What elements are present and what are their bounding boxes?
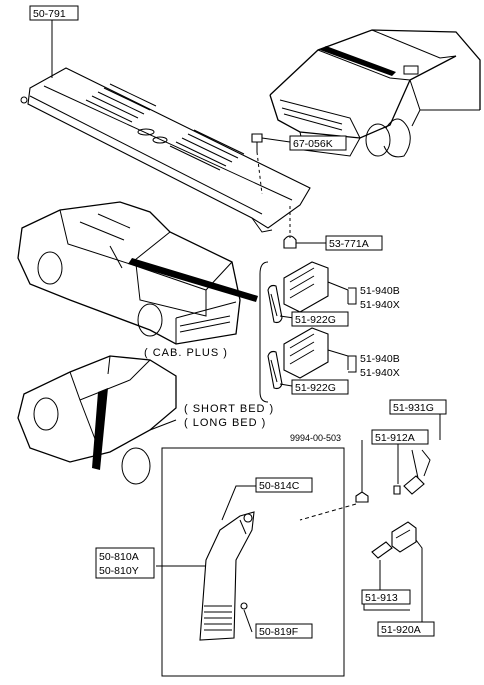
label-51-913: 51-913 — [361, 589, 411, 605]
label-51-920A: 51-920A — [377, 621, 435, 637]
label-50-810: 50-810A 50-810Y — [95, 547, 155, 579]
label-51-940-upper: 51-940B 51-940X — [348, 285, 400, 311]
label-50-819F: 50-819F — [255, 623, 313, 639]
vent-assembly-upper — [267, 261, 349, 324]
label-text: 50-814C — [259, 480, 300, 492]
plug-part — [283, 206, 326, 249]
label-51-912A: 51-912A — [371, 429, 429, 445]
label-text: 51-940B — [360, 285, 400, 297]
label-text: 50-819F — [259, 626, 298, 638]
truck-cab-plus-view — [17, 201, 258, 345]
truck-front-view — [269, 29, 481, 158]
truck-regular-cab-view — [17, 355, 177, 485]
label-text: 50-810Y — [99, 565, 139, 577]
label-51-922G-upper: 51-922G — [291, 311, 349, 327]
label-text: 51-922G — [295, 382, 336, 394]
label-text: 51-931G — [393, 402, 434, 414]
label-text: 51-913 — [365, 592, 398, 604]
label-text: 51-940X — [360, 299, 400, 311]
label-text: 50-810A — [99, 551, 139, 563]
label-text: 51-920A — [381, 624, 421, 636]
label-text: 50-791 — [33, 8, 66, 20]
screw-clip — [299, 440, 369, 521]
vent-assembly-lower — [267, 327, 349, 390]
label-text: 51-940X — [360, 367, 400, 379]
label-51-931G: 51-931G — [389, 399, 447, 415]
label-text: 53-771A — [329, 238, 369, 250]
caption-cab-plus: ( CAB. PLUS ) — [144, 347, 228, 359]
label-text: 51-940B — [360, 353, 400, 365]
label-50-791: 50-791 — [29, 5, 79, 21]
label-text: 51-912A — [375, 432, 415, 444]
caption-short-bed: ( SHORT BED ) — [184, 403, 274, 415]
label-67-056K: 67-056K — [289, 135, 347, 151]
clip-part — [251, 133, 291, 195]
label-50-814C: 50-814C — [255, 477, 313, 493]
lamp-lens-group — [363, 521, 423, 622]
cowl-panel — [20, 18, 311, 233]
lamp-bracket-group — [393, 413, 441, 495]
label-53-771A: 53-771A — [325, 235, 383, 251]
label-51-922G-lower: 51-922G — [291, 379, 349, 395]
label-9994-00-503: 9994-00-503 — [290, 433, 341, 443]
label-text: 67-056K — [293, 138, 333, 150]
label-51-940-lower: 51-940B 51-940X — [348, 353, 400, 379]
label-text: 9994-00-503 — [290, 433, 341, 443]
pillar-trim — [199, 511, 255, 641]
caption-long-bed: ( LONG BED ) — [184, 417, 266, 429]
label-text: 51-922G — [295, 314, 336, 326]
